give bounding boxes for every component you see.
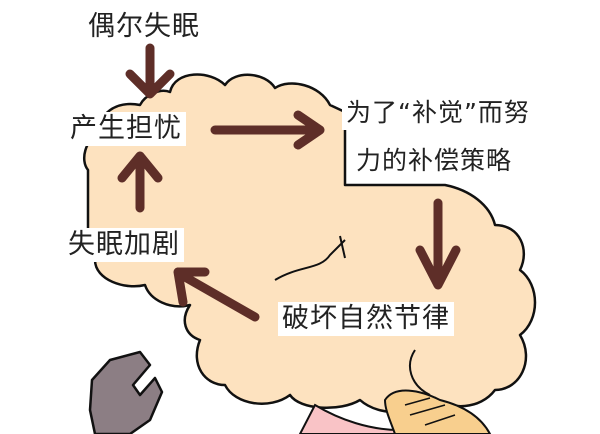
node-compensation-line1: 为了“补觉”而努 [342,96,534,130]
node-occasional-insomnia: 偶尔失眠 [88,11,200,42]
arrow-worry-to-compensate [210,110,325,150]
node-insomnia-worsens: 失眠加剧 [64,228,184,262]
node-compensation-line2: 力的补偿策略 [352,144,517,178]
wool-curl [274,239,346,281]
arrow-disrupt-to-worsen [173,267,260,322]
wrench-icon [88,350,164,434]
arrow-worsen-to-worry [117,151,163,213]
hand [383,389,492,434]
finger-line [404,397,456,426]
arrow-occasional-to-worry [125,43,175,99]
wool-curl [409,349,431,396]
node-disrupt-rhythm: 破坏自然节律 [278,302,454,336]
node-worry: 产生担忧 [66,112,186,146]
arrow-compensate-to-disrupt [415,198,461,290]
wool-curl [339,235,346,259]
